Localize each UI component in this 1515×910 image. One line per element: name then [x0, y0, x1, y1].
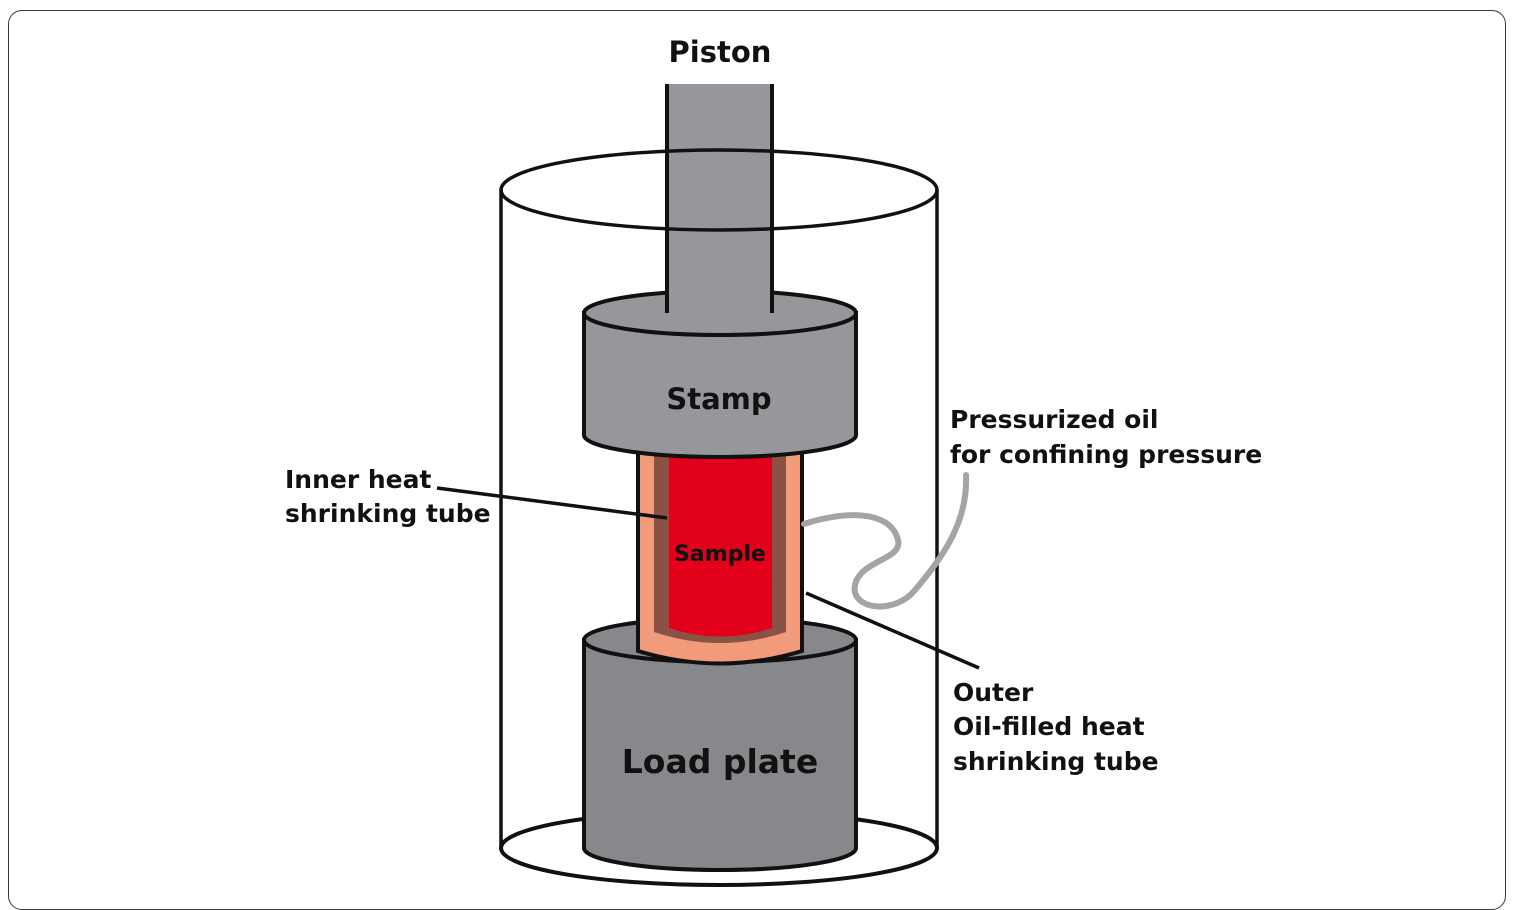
sample [669, 448, 772, 637]
confining-cylinder [499, 148, 939, 848]
stamp [582, 289, 858, 459]
oil-supply-line [801, 472, 970, 610]
piston-rod [665, 84, 774, 313]
load-plate-label: Load plate [622, 742, 818, 781]
pressurized-oil-label-line2: for confining pressure [950, 440, 1262, 469]
outer-tube-leader [805, 591, 980, 670]
sample-label: Sample [674, 542, 766, 567]
pressurized-oil-label-line1: Pressurized oil [950, 405, 1158, 434]
inner-tube-label-line2: shrinking tube [285, 499, 491, 528]
sample-assembly [636, 446, 804, 666]
stamp-label: Stamp [666, 382, 771, 416]
outer-tube-label-line1: Outer [953, 678, 1034, 707]
inner-tube-leader [436, 486, 668, 520]
inner-tube-label-line1: Inner heat [285, 465, 432, 494]
outer-tube-label-line2: Oil-filled heat [953, 712, 1145, 741]
piston-label: Piston [669, 35, 772, 69]
outer-tube-label-line3: shrinking tube [953, 747, 1159, 776]
